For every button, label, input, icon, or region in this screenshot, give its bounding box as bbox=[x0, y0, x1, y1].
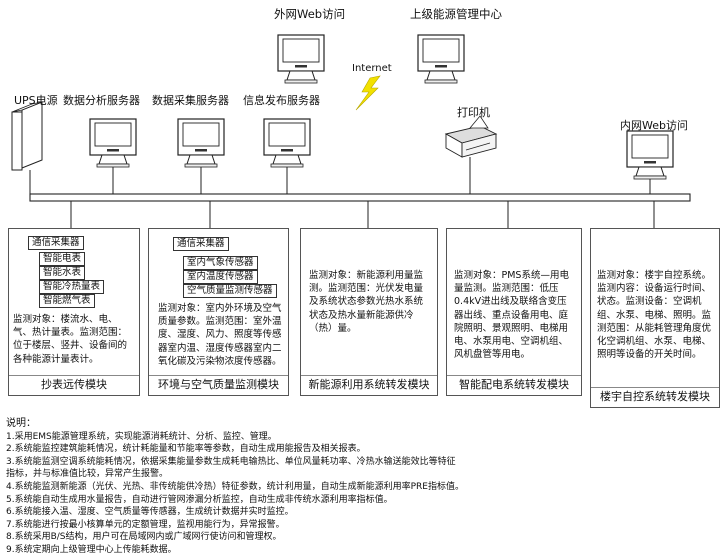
module-tag: 智能燃气表 bbox=[39, 294, 95, 308]
module-description: 监测对象：PMS系统—用电量监测。监测范围：低压0.4kV进出线及联络含变压器出… bbox=[454, 270, 569, 361]
internet-label: Internet bbox=[352, 63, 392, 74]
note-item: 2.系统能监控建筑能耗情况，统计耗能量和节能率等参数，自动生成用能报告及相关报表… bbox=[6, 444, 366, 455]
module-description: 监测对象：楼流水、电、气、热计量表。监测范围：位于楼层、竖井、设备间的各种能源计… bbox=[13, 314, 128, 365]
module-tag: 智能电表 bbox=[39, 252, 86, 266]
printer-icon bbox=[444, 115, 498, 158]
publish-server-label: 信息发布服务器 bbox=[243, 94, 320, 107]
note-item: 9.系统定期向上级管理中心上传能耗数据。 bbox=[6, 544, 177, 555]
module-title: 抄表远传模块 bbox=[41, 378, 107, 391]
module-tag: 通信采集器 bbox=[173, 237, 229, 251]
collect-server-icon bbox=[177, 118, 225, 168]
module-meter-reading: 通信采集器 智能电表 智能水表 智能冷热量表 智能燃气表 监测对象：楼流水、电、… bbox=[8, 228, 140, 396]
module-new-energy: 监测对象：新能源利用量监测。监测范围：光伏发电量及系统状态参数光热水系统状态及热… bbox=[300, 228, 438, 396]
publish-server-icon bbox=[263, 118, 311, 168]
ups-label: UPS电源 bbox=[14, 94, 58, 107]
module-tag: 室内温度传感器 bbox=[183, 270, 258, 284]
notes-title: 说明： bbox=[6, 418, 36, 429]
printer-label: 打印机 bbox=[457, 106, 490, 119]
module-description: 监测对象：楼宇自控系统。监测内容：设备运行时间、状态。监测设备：空调机组、水泵、… bbox=[597, 270, 712, 361]
center-label: 上级能源管理中心 bbox=[410, 7, 502, 21]
collect-server-label: 数据采集服务器 bbox=[152, 94, 229, 107]
external-web-label: 外网Web访问 bbox=[274, 7, 346, 21]
module-title: 环境与空气质量监测模块 bbox=[158, 378, 279, 391]
module-tag: 空气质量监测传感器 bbox=[183, 284, 277, 298]
note-item: 3.系统能监测空调系统能耗情况，依据采集能量参数生成耗电输热比、单位风量耗功率、… bbox=[6, 456, 456, 467]
module-environment: 通信采集器 室内气象传感器 室内温度传感器 空气质量监测传感器 监测对象：室内外… bbox=[148, 228, 289, 396]
external-web-monitor bbox=[277, 34, 325, 84]
module-title: 楼宇自控系统转发模块 bbox=[600, 390, 710, 403]
analysis-server-icon bbox=[89, 118, 137, 168]
note-item: 4.系统能监测新能源（光伏、光热、非传统能供冷热）特征参数，统计利用量，自动生成… bbox=[6, 481, 464, 492]
module-tag: 室内气象传感器 bbox=[183, 256, 258, 270]
ups-icon bbox=[11, 101, 43, 171]
module-tag: 智能冷热量表 bbox=[39, 280, 105, 294]
module-title: 智能配电系统转发模块 bbox=[459, 378, 569, 391]
note-item: 5.系统能自动生成用水量报告，自动进行管网渗漏分析监控，自动生成非传统水源利用率… bbox=[6, 494, 393, 505]
module-description: 监测对象：室内外环境及空气质量参数。监测范围：室外温度、湿度、风力、照度等传感器… bbox=[158, 303, 282, 367]
note-item: 6.系统能接入温、湿度、空气质量等传感器，生成统计数据并实时监控。 bbox=[6, 507, 294, 518]
module-building-automation: 监测对象：楼宇自控系统。监测内容：设备运行时间、状态。监测设备：空调机组、水泵、… bbox=[590, 228, 720, 408]
note-item: 1.采用EMS能源管理系统，实现能源消耗统计、分析、监控、管理。 bbox=[6, 431, 277, 442]
intranet-web-label: 内网Web访问 bbox=[620, 119, 688, 132]
note-item: 指标，并与标准值比较，异常产生报警。 bbox=[6, 469, 169, 480]
module-description: 监测对象：新能源利用量监测。监测范围：光伏发电量及系统状态参数光热水系统状态及热… bbox=[309, 270, 424, 334]
lightning-icon bbox=[355, 75, 381, 111]
analysis-server-label: 数据分析服务器 bbox=[63, 94, 140, 107]
module-power-distribution: 监测对象：PMS系统—用电量监测。监测范围：低压0.4kV进出线及联络含变压器出… bbox=[446, 228, 582, 396]
network-bus bbox=[29, 193, 691, 202]
intranet-web-monitor bbox=[626, 130, 674, 180]
center-monitor bbox=[417, 34, 465, 84]
note-item: 7.系统能进行按最小核算单元的定额管理，监视用能行为，异常报警。 bbox=[6, 519, 285, 530]
notes-section: 说明： 1.采用EMS能源管理系统，实现能源消耗统计、分析、监控、管理。 2.系… bbox=[6, 418, 721, 557]
module-tag: 智能水表 bbox=[39, 266, 86, 280]
note-item: 8.系统采用B/S结构，用户可在局域网内或广域网行使访问和管理权。 bbox=[6, 532, 282, 543]
module-tag: 通信采集器 bbox=[28, 236, 84, 250]
module-title: 新能源利用系统转发模块 bbox=[308, 378, 430, 391]
